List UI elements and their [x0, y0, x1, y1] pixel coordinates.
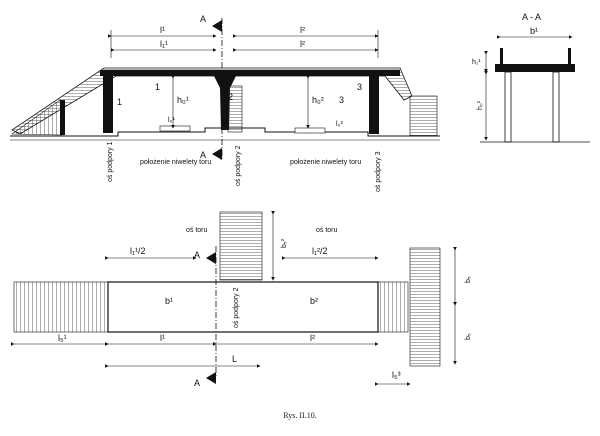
section-aa: A - A b¹ h₁¹ h₀¹ — [472, 12, 590, 143]
label-3: 3 — [357, 82, 362, 92]
plan-center-stair — [219, 211, 263, 281]
track-right — [294, 127, 326, 134]
section-marker-top: A — [200, 14, 206, 24]
track-left — [159, 125, 191, 132]
top-dimensions — [108, 30, 379, 58]
section-marker-bottom: A — [200, 150, 206, 160]
label-1-inner: 1 — [155, 82, 160, 92]
plan-b-side-bottom: b₅ — [465, 333, 472, 340]
dim-l2-outer: l² — [300, 25, 305, 35]
dim-l2-inner: l² — [300, 39, 305, 49]
h01-label: h₀¹ — [177, 95, 189, 105]
label-1: 1 — [117, 97, 122, 107]
track-axis-2: oś toru — [316, 227, 338, 234]
support-1 — [103, 76, 113, 133]
left-stair — [11, 99, 63, 136]
h1-label: h₁¹ — [472, 59, 481, 66]
plan-l1: l¹ — [160, 333, 165, 343]
plan-b1: b¹ — [165, 296, 173, 306]
section-rail-left — [500, 48, 503, 64]
track-level-2: położenie niwelety toru — [290, 159, 361, 166]
section-deck — [495, 64, 575, 72]
h02-label: h₀² — [312, 95, 324, 105]
b1-label: b¹ — [530, 26, 538, 36]
track-level-1: położenie niwelety toru — [140, 159, 211, 166]
section-rail-right — [568, 48, 571, 64]
plan-b2: b² — [310, 296, 318, 306]
left-stair-post — [60, 100, 65, 135]
plan-left-stair — [13, 281, 109, 333]
plan-b-side-top: b₅ — [465, 276, 472, 283]
dim-l1-outer: l¹ — [160, 25, 165, 35]
label-2: 2 — [228, 92, 233, 102]
deck-outline — [11, 67, 413, 135]
l02-label: l₀² — [336, 121, 343, 128]
center-stair — [227, 85, 243, 133]
section-aa-title: A - A — [522, 12, 541, 22]
plan-section-top: A — [194, 250, 200, 260]
elevation-view: l¹ l² l₁¹ l² A A h₀¹ h₀² l₀ — [10, 14, 440, 192]
ground-line — [10, 127, 440, 137]
axis-support-1: oś podpory 1 — [107, 141, 114, 182]
support-3 — [369, 76, 379, 134]
plan-right-stair — [377, 281, 409, 333]
plan-view: A A oś toru oś toru l₁¹/2 l₁²/2 b¹ b² oś… — [11, 211, 472, 388]
axis-support-3: oś podpory 3 — [375, 151, 382, 192]
plan-deck — [107, 281, 379, 333]
h2-label: h₀¹ — [477, 100, 484, 110]
support-2 — [214, 76, 236, 130]
plan-section-arrow-bottom — [206, 372, 216, 384]
right-stair — [409, 95, 438, 137]
half-span-2: l₁²/2 — [312, 246, 328, 256]
dim-l1-inner: l₁¹ — [160, 39, 168, 49]
axis-support-2: oś podpory 2 — [235, 145, 242, 186]
section-column-left — [504, 71, 512, 143]
plan-section-arrow-top — [206, 252, 216, 264]
section-column-right — [552, 71, 560, 143]
plan-right-landing — [409, 247, 441, 367]
plan-ls1: l₅¹ — [58, 333, 67, 343]
section-arrow-bottom — [212, 148, 222, 160]
plan-axis-support-2: oś podpory 2 — [233, 287, 240, 328]
plan-l2: l² — [310, 333, 315, 343]
plan-ls3: l₅³ — [392, 370, 401, 380]
plan-section-bottom: A — [194, 378, 200, 388]
half-span-1: l₁¹/2 — [130, 246, 146, 256]
deck-girder — [100, 70, 400, 76]
section-arrow-top — [212, 20, 222, 32]
l01-label: l₀¹ — [168, 117, 175, 124]
plan-b-stair-top: b₅² — [281, 238, 288, 248]
label-3-box: 3 — [339, 95, 344, 105]
track-axis-1: oś toru — [186, 227, 208, 234]
plan-L: L — [232, 354, 237, 364]
figure-caption: Rys. II.10. — [283, 411, 317, 420]
